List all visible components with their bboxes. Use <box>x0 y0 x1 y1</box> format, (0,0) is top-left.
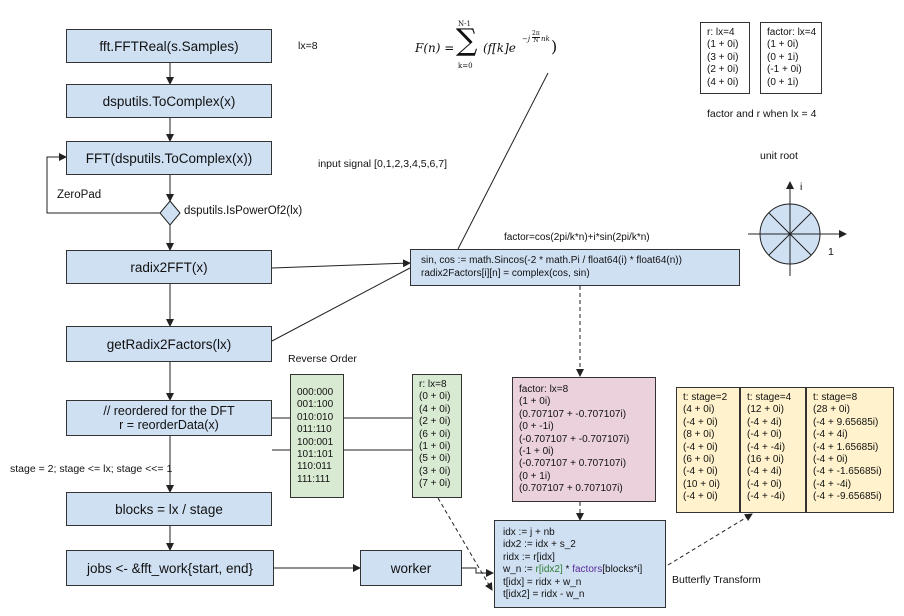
lx8-label: lx=8 <box>298 40 318 52</box>
zero-pad-label: ZeroPad <box>57 189 102 201</box>
axis-i-label: i <box>800 181 803 193</box>
reverse-order-label: Reverse Order <box>288 353 357 365</box>
jobs-box: jobs <- &fft_work{start, end} <box>66 550 274 586</box>
stage-loop-label: stage = 2; stage <= lx; stage <<= 1 <box>10 463 173 475</box>
stage2-values: t: stage=2 (4 + 0i) (-4 + 0i) (8 + 0i) (… <box>683 392 728 503</box>
to-complex-box: dsputils.ToComplex(x) <box>66 84 272 118</box>
sigma-symbol: ∑ <box>456 23 478 58</box>
factor-lx4-table: factor: lx=4 (1 + 0i) (0 + 1i) (-1 + 0i)… <box>760 22 822 94</box>
factor-and-r-label: factor and r when lx = 4 <box>707 108 817 120</box>
stage4-values: t: stage=4 (12 + 0i) (-4 + 4i) (-4 + 0i)… <box>747 392 792 503</box>
is-power-of2-label: dsputils.IsPowerOf2(lx) <box>184 205 303 217</box>
radix2fft-box: radix2FFT(x) <box>66 250 272 284</box>
formula-close: ) <box>551 37 558 56</box>
factor-formula-label: factor=cos(2pi/k*n)+i*sin(2pi/k*n) <box>504 232 650 243</box>
unit-root-label: unit root <box>760 150 798 162</box>
r-lx8-table: r: lx=8 (0 + 0i) (4 + 0i) (2 + 0i) (6 + … <box>412 374 462 498</box>
formula-sum-bottom: k=0 <box>458 62 473 70</box>
code-line-4: w_n := r[idx2] * factors[blocks*i] <box>503 564 657 576</box>
jobs-label: jobs <- &fft_work{start, end} <box>87 560 253 576</box>
stage4-table: t: stage=4 (12 + 0i) (-4 + 4i) (-4 + 0i)… <box>740 387 806 513</box>
formula-sum-top: N-1 <box>458 20 471 28</box>
to-complex-label: dsputils.ToComplex(x) <box>102 93 236 109</box>
worker-label: worker <box>390 560 432 576</box>
formula-body: (f[k]e <box>483 41 516 55</box>
sincos-code: sin, cos := math.Sincos(-2 * math.Pi / f… <box>421 255 682 279</box>
code-line-2: idx2 := idx + s_2 <box>503 539 576 551</box>
stage8-values: t: stage=8 (28 + 0i) (-4 + 9.65685i) (-4… <box>813 392 882 503</box>
factor-lx8-table: factor: lx=8 (1 + 0i) (0.707107 + -0.707… <box>512 377 656 502</box>
axis-1-label: 1 <box>828 246 834 258</box>
reorder-label: // reordered for the DFT r = reorderData… <box>103 404 235 432</box>
butterfly-label: Butterfly Transform <box>672 574 761 586</box>
factor-lx8-values: factor: lx=8 (1 + 0i) (0.707107 + -0.707… <box>519 384 630 495</box>
butterfly-code-box: idx := j + nb idx2 := idx + s_2 ridx := … <box>494 520 666 608</box>
get-factors-label: getRadix2Factors(lx) <box>106 336 232 352</box>
binary-reverse-table: 000:000 001:100 010:010 011:110 100:001 … <box>290 374 344 498</box>
formula-exp-tail: nk <box>541 35 550 43</box>
stage2-table: t: stage=2 (4 + 0i) (-4 + 0i) (8 + 0i) (… <box>676 387 740 513</box>
decision-diamond <box>159 200 181 226</box>
fft-box: FFT(dsputils.ToComplex(x)) <box>66 141 272 175</box>
formula-frac-num: 2π <box>532 30 540 38</box>
input-signal-label: input signal [0,1,2,3,4,5,6,7] <box>318 158 448 170</box>
factor-lx4-values: factor: lx=4 (1 + 0i) (0 + 1i) (-1 + 0i)… <box>767 27 817 88</box>
sincos-box: sin, cos := math.Sincos(-2 * math.Pi / f… <box>410 249 740 286</box>
code-line-1: idx := j + nb <box>503 527 555 538</box>
r-lx4-table: r: lx=4 (1 + 0i) (3 + 0i) (2 + 0i) (4 + … <box>700 22 750 94</box>
stage8-table: t: stage=8 (28 + 0i) (-4 + 9.65685i) (-4… <box>806 387 894 513</box>
unit-circle <box>748 181 847 276</box>
code-wn-tail: [blocks*i] <box>602 564 643 576</box>
fft-real-box: fft.FFTReal(s.Samples) <box>66 29 272 63</box>
formula-lhs: F(n) = <box>415 41 455 55</box>
reorder-box: // reordered for the DFT r = reorderData… <box>66 400 272 436</box>
fft-real-label: fft.FFTReal(s.Samples) <box>99 38 239 54</box>
code-line-3: ridx := r[idx] <box>503 551 555 563</box>
code-wn-factors: factors <box>572 564 603 576</box>
blocks-label: blocks = lx / stage <box>115 501 223 517</box>
worker-box: worker <box>360 550 462 586</box>
code-wn-r: r[idx2] <box>535 564 563 576</box>
r-lx4-values: r: lx=4 (1 + 0i) (3 + 0i) (2 + 0i) (4 + … <box>707 27 739 88</box>
code-line-5: t[idx] = ridx + w_n <box>503 576 582 588</box>
code-wn-star: * <box>562 564 573 576</box>
binary-reverse-values: 000:000 001:100 010:010 011:110 100:001 … <box>297 387 334 485</box>
code-wn-prefix: w_n := <box>503 564 536 576</box>
r-lx8-values: r: lx=8 (0 + 0i) (4 + 0i) (2 + 0i) (6 + … <box>419 379 451 490</box>
formula-frac-den: N <box>533 37 539 44</box>
radix2fft-label: radix2FFT(x) <box>130 259 208 275</box>
get-factors-box: getRadix2Factors(lx) <box>66 326 272 362</box>
formula-exponent: −j <box>522 35 531 43</box>
code-line-6: t[idx2] = ridx - w_n <box>503 589 585 601</box>
fft-label: FFT(dsputils.ToComplex(x)) <box>85 150 253 166</box>
blocks-box: blocks = lx / stage <box>66 492 272 526</box>
